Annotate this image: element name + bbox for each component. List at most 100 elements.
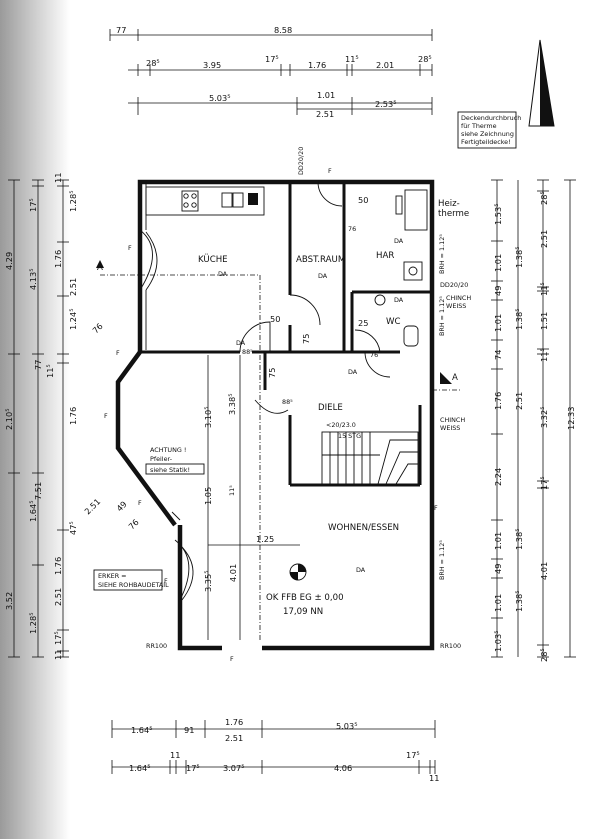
dim-top-101: 1.01	[317, 90, 335, 100]
dim-left-176c: 1.76	[68, 407, 78, 425]
svg-text:88⁵: 88⁵	[242, 348, 253, 356]
dim-right-49b: 49	[493, 564, 503, 574]
dim-bottom-175b: 17⁵	[406, 750, 420, 760]
level-note-line-1: OK FFB EG ± 0,00	[266, 593, 344, 603]
section-line-a	[96, 260, 460, 640]
dim-top-285b: 28⁵	[418, 54, 432, 64]
dim-top-251: 2.51	[316, 109, 334, 119]
section-letter-left: A	[97, 263, 103, 273]
dim-left-176a: 1.76	[53, 250, 63, 268]
window-spec-a: BRH = 1.12⁵	[438, 234, 446, 274]
kitchen-counter	[145, 186, 265, 216]
room-label-kitchen: KÜCHE	[198, 254, 228, 265]
dim-bottom-176: 1.76	[225, 717, 243, 727]
svg-text:DA: DA	[318, 272, 328, 280]
dim-left-251b: 2.51	[53, 588, 63, 606]
svg-text:DA: DA	[218, 270, 228, 278]
svg-text:76: 76	[370, 351, 378, 359]
dim-right-1385b: 1.38⁵	[514, 308, 524, 330]
svg-text:76: 76	[348, 225, 356, 233]
svg-text:75: 75	[267, 368, 277, 378]
dim-right-3325: 3.32⁵	[539, 406, 549, 428]
dim-top-77: 77	[116, 25, 126, 35]
room-label-hallway: DIELE	[318, 403, 343, 413]
pillar-note-line-1: ACHTUNG !	[150, 446, 186, 454]
bay-note: ERKER = SIEHE ROHBAUDETAIL	[93, 569, 169, 591]
kitchen-door-icon	[139, 181, 391, 414]
svg-text:76: 76	[90, 321, 104, 335]
right-dimension-chains: 12.33 28⁵ 2.51 11⁵ 1.51 11⁵ 3.32⁵ 17⁵ 4.…	[491, 179, 576, 662]
room-label-storage: ABST.RAUM	[296, 255, 345, 265]
wc-fixtures-icon	[374, 189, 428, 347]
dim-right-1535: 1.53⁵	[493, 203, 503, 225]
dim-bottom-1645a: 1.64⁵	[131, 725, 153, 735]
svg-text:F: F	[230, 655, 234, 663]
section-letter-right: A	[452, 373, 458, 383]
dim-bottom-3075: 3.07⁵	[223, 763, 245, 773]
dim-left-1285a: 1.28⁵	[68, 190, 78, 212]
pillar-note-line-2: Pfeiler-	[150, 455, 172, 463]
interior-walls	[140, 182, 432, 487]
left-dimension-chains: 4.29 2.10⁵ 7.51 3.52 17⁵ 4.13⁵ 1.64⁵ 1.7…	[4, 173, 78, 660]
svg-text:2.51: 2.51	[82, 496, 102, 516]
dim-left-429: 4.29	[4, 252, 14, 270]
duct-note-a: DD20/20	[297, 147, 305, 175]
pillar-note: ACHTUNG ! Pfeiler- siehe Statik!	[145, 446, 205, 475]
svg-text:3.10⁵: 3.10⁵	[203, 406, 213, 428]
dim-top-201: 2.01	[376, 60, 394, 70]
dim-left-475: 47⁵	[68, 521, 78, 535]
svg-text:F: F	[328, 167, 332, 175]
dim-top-285a: 28⁵	[146, 58, 160, 68]
svg-text:F: F	[116, 349, 120, 357]
dim-bottom-251: 2.51	[225, 733, 243, 743]
dim-right-1035: 1.03⁵	[493, 630, 503, 652]
room-label-utility: HAR	[376, 251, 394, 261]
stairs-note-line-1: <20/23.0	[326, 421, 356, 429]
dim-right-151: 1.51	[539, 312, 549, 330]
dim-right-115a: 11⁵	[539, 282, 549, 296]
dim-left-115: 11⁵	[45, 364, 55, 378]
svg-text:88⁵: 88⁵	[282, 398, 293, 406]
dim-right-74: 74	[493, 350, 503, 360]
dim-right-224: 2.24	[493, 468, 503, 486]
svg-text:F: F	[104, 412, 108, 420]
paper-shadow	[0, 0, 70, 839]
dim-left-77: 77	[33, 360, 43, 370]
ceiling-note-line-2: für Therme	[461, 122, 497, 130]
dim-right-285a: 28⁵	[539, 191, 549, 205]
dim-right-285b: 28⁵	[539, 648, 549, 662]
dim-left-751: 7.51	[33, 482, 43, 500]
chimney-note-a-1: CHINCH	[446, 294, 471, 302]
window-marks: F F F F F F F F	[104, 167, 438, 663]
dim-top-858: 8.58	[274, 25, 292, 35]
chimney-note-a-2: WEISS	[446, 302, 466, 310]
dim-right-115b: 11⁵	[539, 348, 549, 362]
ceiling-note-line-4: Fertigteildecke!	[461, 138, 511, 146]
svg-text:DA: DA	[236, 339, 246, 347]
dim-right-401: 4.01	[539, 562, 549, 580]
dim-right-251b: 2.51	[514, 392, 524, 410]
dim-bottom-11a: 11	[170, 750, 180, 760]
north-arrow-icon	[528, 39, 555, 127]
dim-right-175: 17⁵	[539, 476, 549, 490]
dim-bottom-406: 4.06	[334, 763, 352, 773]
dim-right-251a: 2.51	[539, 230, 549, 248]
duct-note-b: DD20/20	[440, 281, 468, 289]
bottom-dimension-chains: 1.64⁵ 91 1.76 2.51 5.03⁵ 1.64⁵ 11 17⁵ 3.…	[111, 717, 439, 783]
dim-left-1245: 1.24⁵	[68, 308, 78, 330]
svg-text:F: F	[128, 244, 132, 252]
da-markers: DA DA DA DA DA DA DA	[218, 237, 404, 574]
dim-bottom-1645b: 1.64⁵	[129, 763, 151, 773]
svg-text:4.01: 4.01	[228, 564, 238, 582]
dim-bottom-175a: 17⁵	[186, 763, 200, 773]
dim-right-1385a: 1.38⁵	[514, 246, 524, 268]
dim-left-1645: 1.64⁵	[28, 500, 38, 522]
dim-right-176: 1.76	[493, 392, 503, 410]
svg-text:DA: DA	[348, 368, 358, 376]
level-note-line-2: 17,09 NN	[283, 607, 323, 617]
dim-top-5035: 5.03⁵	[209, 93, 231, 103]
dim-bottom-11b: 11	[429, 773, 439, 783]
dim-top-2535: 2.53⁵	[375, 99, 397, 109]
dim-bottom-5035: 5.03⁵	[336, 721, 358, 731]
